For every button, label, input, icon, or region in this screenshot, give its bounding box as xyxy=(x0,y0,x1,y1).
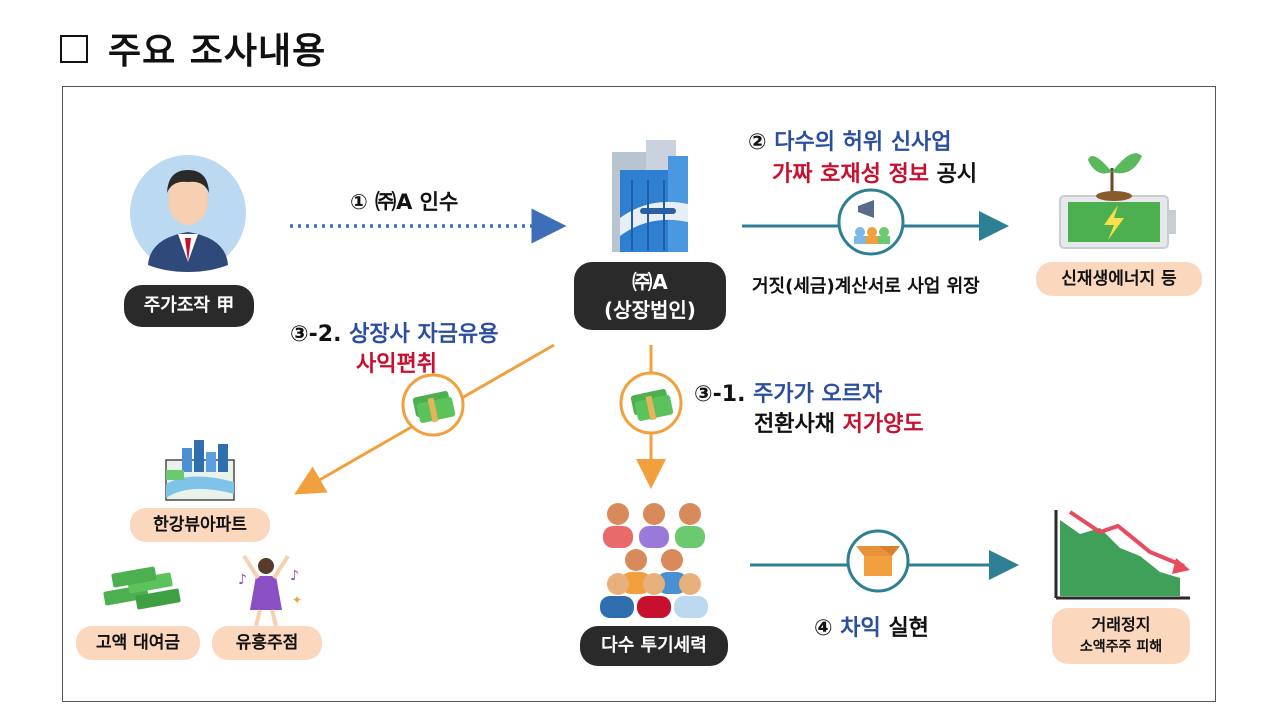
megaphone-crowd-icon xyxy=(837,188,905,256)
page-title: 주요 조사내용 xyxy=(60,22,326,74)
step2-sub-label: 거짓(세금)계산서로 사업 위장 xyxy=(752,276,980,297)
falling-chart-icon xyxy=(1054,510,1190,600)
speculators-label: 다수 투기세력 xyxy=(580,626,728,666)
manipulator-label: 주가조작 甲 xyxy=(124,285,254,327)
step2-label-line1: ② 다수의 허위 신사업 xyxy=(748,130,952,155)
energy-label: 신재생에너지 등 xyxy=(1036,262,1202,296)
diagram-frame xyxy=(62,86,1216,702)
crowd-icon xyxy=(600,503,708,618)
step1-label: ① ㈜A 인수 xyxy=(350,190,459,214)
businessman-icon xyxy=(130,155,246,272)
svg-text:♪: ♪ xyxy=(238,572,247,588)
battery-plant-icon xyxy=(1059,153,1176,249)
step3-2-label-line1: ③-2. 상장사 자금유용 xyxy=(290,322,499,347)
step4-label: ④ 차익 실현 xyxy=(814,616,929,641)
dancing-woman-icon: ♪ ♪ ✦ xyxy=(238,554,302,627)
checkbox-square-icon xyxy=(60,35,88,63)
building-icon xyxy=(612,140,688,252)
step3-2-label-line2: 사익편취 xyxy=(356,352,437,377)
bar-label: 유흥주점 xyxy=(212,626,322,660)
step3-1-label-line2: 전환사채 저가양도 xyxy=(754,412,924,437)
trading-halt-label: 거래정지 소액주주 피해 xyxy=(1052,608,1190,664)
apartment-label: 한강뷰아파트 xyxy=(130,508,270,542)
step3-1-label-line1: ③-1. 주가가 오르자 xyxy=(694,382,883,407)
svg-text:✦: ✦ xyxy=(292,593,302,607)
loan-label: 고액 대여금 xyxy=(76,626,200,660)
company-label: ㈜A (상장법인) xyxy=(574,262,726,330)
svg-text:♪: ♪ xyxy=(290,568,299,584)
cash-stack-icon xyxy=(103,566,181,610)
step2-label-line2: 가짜 호재성 정보 공시 xyxy=(772,162,978,187)
apartment-river-icon xyxy=(165,440,235,501)
